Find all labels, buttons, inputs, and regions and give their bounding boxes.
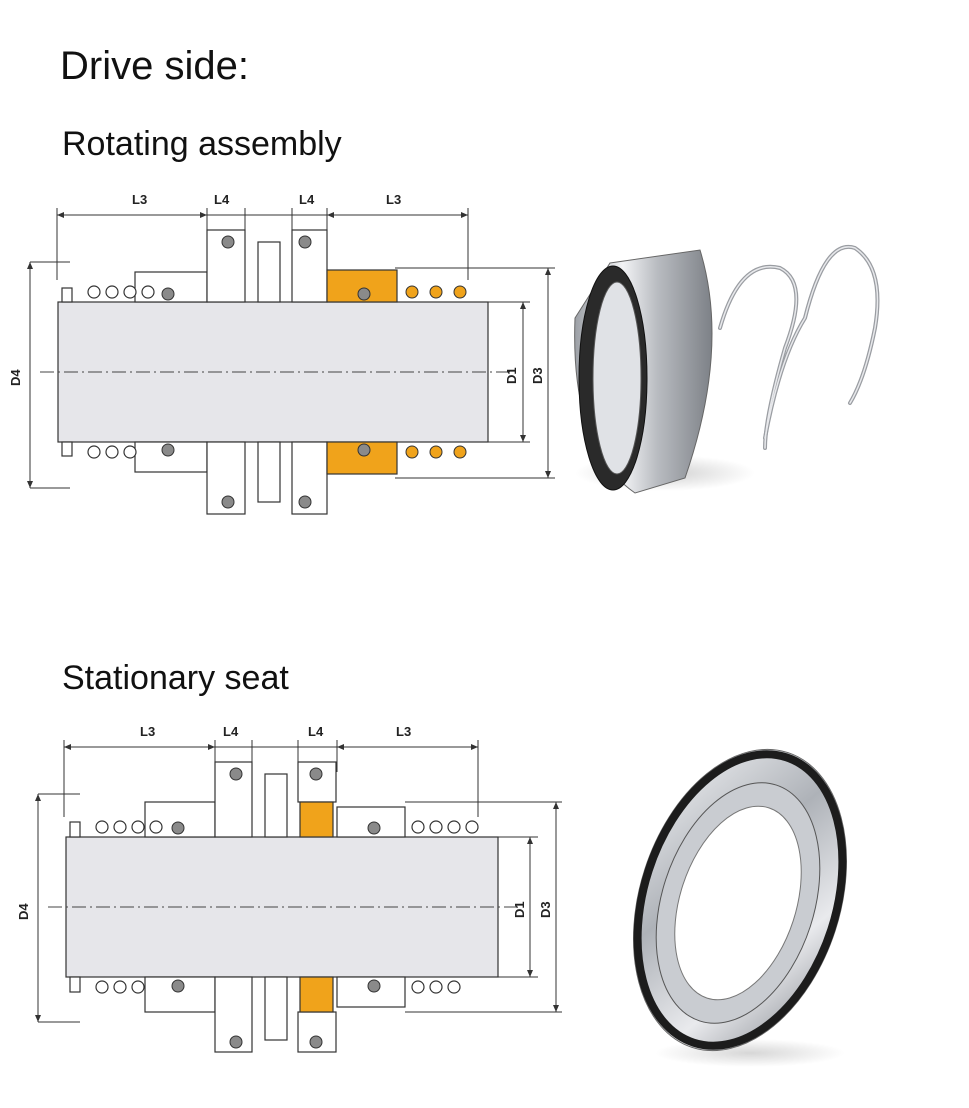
dim-d4: D4 — [8, 369, 23, 386]
dim-d3: D3 — [538, 901, 553, 918]
dim-l4-left: L4 — [214, 192, 230, 207]
dim-l4-left: L4 — [223, 724, 239, 739]
section-heading-stationary: Stationary seat — [62, 659, 289, 697]
dim-d3: D3 — [530, 367, 545, 384]
stationary-seat-photo — [633, 748, 847, 1067]
dim-d1: D1 — [504, 367, 519, 384]
section-heading-rotating: Rotating assembly — [62, 125, 342, 163]
dim-l3-left: L3 — [140, 724, 155, 739]
dim-l3-right: L3 — [386, 192, 401, 207]
dim-l3-right: L3 — [396, 724, 411, 739]
dim-d4: D4 — [16, 903, 31, 920]
page-title: Drive side: — [60, 44, 249, 88]
dim-l4-right: L4 — [299, 192, 315, 207]
rotating-assembly-diagram: L3 L4 L4 L3 D4 D1 D3 — [8, 192, 555, 515]
dim-l4-right: L4 — [308, 724, 324, 739]
dim-d1: D1 — [512, 901, 527, 918]
stationary-seat-diagram: L3 L4 L4 L3 D4 D1 D3 — [16, 724, 562, 1053]
dim-l3-left: L3 — [132, 192, 147, 207]
seal-rotating-photo — [574, 244, 880, 494]
